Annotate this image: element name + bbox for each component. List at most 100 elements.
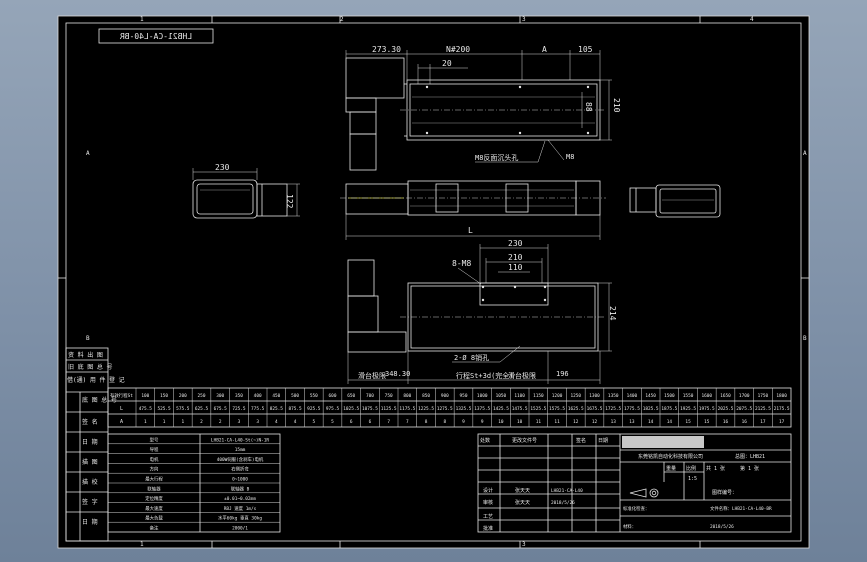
stroke-cell-r2-21: 1525.5 <box>530 406 546 412</box>
stroke-cell-r3-9: 5 <box>312 419 315 425</box>
stroke-cell-r3-6: 3 <box>256 419 259 425</box>
tb-sign-code-1: 2018/5/26 <box>551 500 575 506</box>
logo-plate <box>622 436 704 448</box>
dim-196: 196 <box>556 370 569 378</box>
stroke-cell-r3-16: 8 <box>443 419 446 425</box>
stroke-cell-r2-25: 1725.5 <box>605 406 621 412</box>
zone-row-a-right: A <box>803 150 807 157</box>
strip-label-9: 日 期 <box>82 518 98 526</box>
stroke-cell-r3-25: 13 <box>611 419 617 425</box>
stroke-cell-r1-5: 350 <box>235 393 243 399</box>
rev-header-0: 处数 <box>480 437 490 444</box>
stroke-cell-r1-1: 150 <box>160 393 168 399</box>
stroke-cell-r3-33: 17 <box>760 419 766 425</box>
zone-col-1-bottom: 1 <box>140 541 144 548</box>
right-end-view <box>629 184 721 218</box>
stroke-cell-r2-24: 1675.5 <box>587 406 603 412</box>
stroke-cell-r3-15: 8 <box>425 419 428 425</box>
stroke-cell-r2-10: 975.5 <box>326 406 340 412</box>
stroke-cell-r3-8: 4 <box>294 419 297 425</box>
stroke-cell-r1-33: 1750 <box>758 393 769 399</box>
spec-value-7: RBJ 速度 1m/s <box>224 505 257 512</box>
top-view: 273.30 N#200 A 105 20 210 88 M8反面沉头孔 M8 <box>345 45 621 171</box>
spec-value-0: LHB21-CA-L40-St(~)N-1R <box>211 437 270 443</box>
stroke-cell-r1-34: 1800 <box>776 393 787 399</box>
rev-header-3: 日期 <box>598 438 608 444</box>
stroke-cell-r3-26: 13 <box>629 419 635 425</box>
dim-210-right: 210 <box>612 98 621 113</box>
stroke-cell-r1-3: 250 <box>198 393 206 399</box>
stroke-cell-r1-23: 1250 <box>570 393 581 399</box>
stroke-cell-r1-30: 1600 <box>701 393 712 399</box>
stroke-cell-r2-12: 1075.5 <box>362 406 378 412</box>
spec-value-1: 15mm <box>235 447 246 453</box>
tb-file-name: 文件名称：LHB21-CA-L40-BR <box>710 505 772 512</box>
stroke-cell-r3-0: 1 <box>144 419 147 425</box>
stroke-cell-r1-17: 950 <box>460 393 468 399</box>
stroke-cell-r1-0: 100 <box>141 393 149 399</box>
stroke-cell-r1-15: 850 <box>422 393 430 399</box>
stroke-cell-r2-1: 525.5 <box>157 406 171 412</box>
stroke-cell-r2-19: 1425.5 <box>493 406 509 412</box>
tb-sheet-label: 共 1 张 <box>706 465 725 472</box>
stroke-cell-r2-33: 2125.5 <box>755 406 771 412</box>
stroke-cell-r2-5: 725.5 <box>232 406 246 412</box>
tb-scale-value: 1:5 <box>688 476 697 482</box>
tb-process-label: 标准化检查： <box>623 505 649 512</box>
stroke-cell-r3-28: 14 <box>667 419 673 425</box>
zone-row-b: B <box>86 335 90 342</box>
zone-col-2: 2 <box>340 16 344 23</box>
tb-company: 东莞铭凯自动化科技有限公司 <box>638 453 703 460</box>
stroke-cell-r1-19: 1050 <box>496 393 507 399</box>
stroke-cell-r1-4: 300 <box>216 393 224 399</box>
left-end-view: 230 122 <box>192 163 300 219</box>
stroke-cell-r3-14: 7 <box>406 419 409 425</box>
stroke-cell-r2-13: 1125.5 <box>381 406 397 412</box>
strip-label-1: 旧 底 图 总 号 <box>68 363 112 371</box>
stroke-cell-r1-20: 1100 <box>514 393 525 399</box>
stroke-cell-r1-24: 1300 <box>589 393 600 399</box>
stroke-cell-r3-21: 11 <box>536 419 542 425</box>
stroke-cell-r3-19: 10 <box>498 419 504 425</box>
stroke-cell-r2-31: 2025.5 <box>718 406 734 412</box>
tb-scale-label: 比例 <box>686 465 696 472</box>
front-view: L <box>340 180 606 240</box>
title-block: 处数 更改文件号 签名 日期 设计 审核 工艺 批准 张天天 张天天 LHB21… <box>477 433 792 533</box>
zone-row-b-right: B <box>803 335 807 342</box>
projection-symbol-icon <box>629 488 659 498</box>
spec-key-1: 导程 <box>150 446 159 453</box>
spec-key-2: 电机 <box>150 456 159 463</box>
stroke-cell-r2-15: 1225.5 <box>418 406 434 412</box>
bottom-view: 230 210 110 8-M8 214 滑台极限 348.30 行程St+3d… <box>347 239 617 384</box>
dim-a: A <box>542 45 547 54</box>
callout-pin-holes: 2-Ø 8销孔 <box>454 353 489 362</box>
zone-row-a: A <box>86 150 90 157</box>
stroke-cell-r2-0: 475.5 <box>139 406 153 412</box>
stroke-cell-r3-34: 17 <box>779 419 785 425</box>
spec-value-5: 联轴器 B <box>231 485 250 492</box>
stroke-cell-r2-18: 1375.5 <box>474 406 490 412</box>
stroke-row-label-st: 有效行程St <box>110 392 133 399</box>
callout-m8: M8 <box>566 153 574 161</box>
dim-230-left: 230 <box>215 163 230 172</box>
stroke-cell-r1-22: 1200 <box>552 393 563 399</box>
stroke-cell-r1-6: 400 <box>254 393 262 399</box>
tb-dwg-number: 图样编号： <box>712 489 737 496</box>
spec-key-5: 联轴器 <box>147 485 161 492</box>
strip-label-5: 借(通) 用 件 登 记 <box>67 376 125 384</box>
label-slide-limit-left: 滑台极限 <box>358 371 386 380</box>
stroke-cell-r3-7: 4 <box>275 419 278 425</box>
rev-header-1: 更改文件号 <box>512 437 537 444</box>
stroke-cell-r3-20: 10 <box>517 419 523 425</box>
drawing-frame <box>65 22 802 542</box>
label-slide-limit-right: 滑台极限 <box>508 371 536 380</box>
dim-105: 105 <box>578 45 593 54</box>
stroke-cell-r1-10: 600 <box>329 393 337 399</box>
tb-page-label: 第 1 张 <box>740 465 759 472</box>
spec-key-6: 定位精度 <box>145 495 163 502</box>
dim-122: 122 <box>285 194 294 209</box>
stroke-cell-r1-27: 1450 <box>645 393 656 399</box>
stroke-cell-r3-32: 16 <box>742 419 748 425</box>
stroke-cell-r1-13: 750 <box>385 393 393 399</box>
